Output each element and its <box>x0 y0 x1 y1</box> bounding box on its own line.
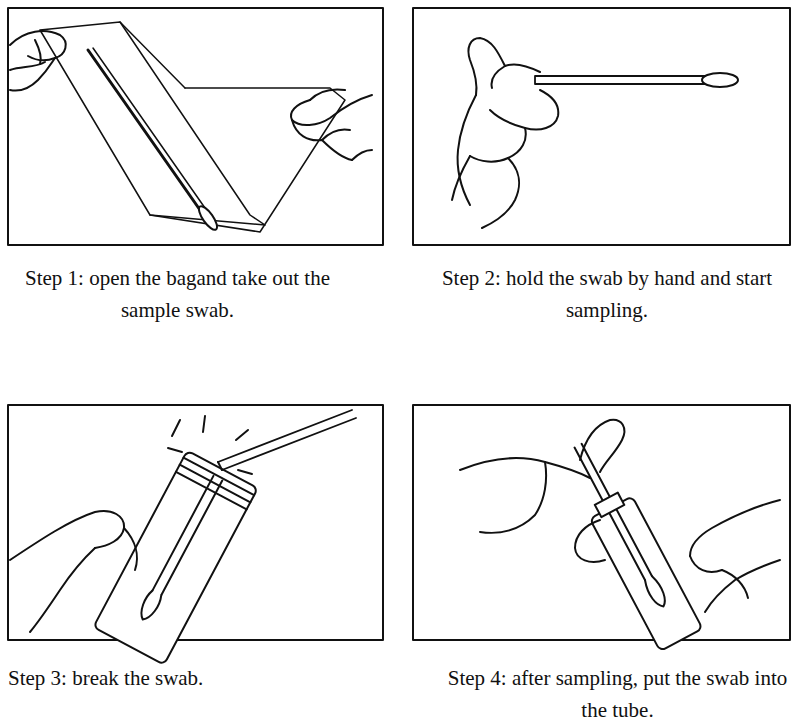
hand-with-swab <box>452 38 738 228</box>
step-caption: Step 4: after sampling, put the swab int… <box>440 662 795 726</box>
step-caption: Step 1: open the bagand take out the sam… <box>10 262 345 326</box>
panel-frame <box>8 8 383 245</box>
panel-frame <box>413 8 790 245</box>
tube-break-swab <box>10 410 356 665</box>
step-caption: Step 2: hold the swab by hand and start … <box>437 262 777 326</box>
tube-insert-swab <box>460 420 780 651</box>
bag-and-swab <box>10 22 372 232</box>
step-caption: Step 3: break the swab. <box>8 662 213 694</box>
